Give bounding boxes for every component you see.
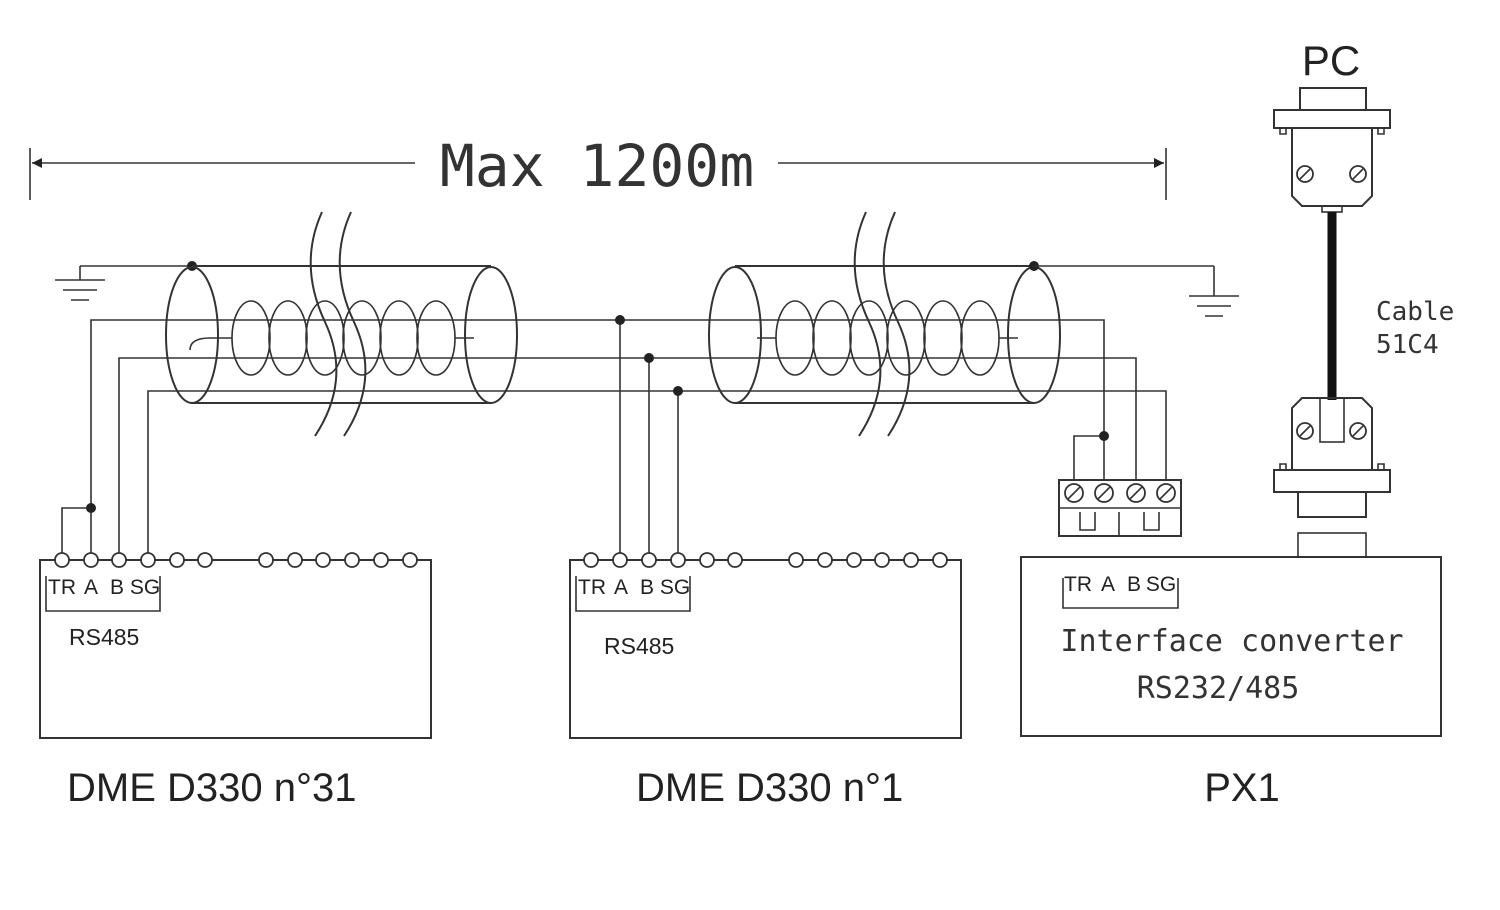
terminal-strip [583, 552, 948, 568]
screw-terminal-block [1058, 479, 1182, 537]
terminal-strip [54, 552, 418, 568]
terminal-label-sg: SG [660, 576, 690, 599]
device-px1: TR A B SG Interface converter RS232/485 [1020, 532, 1442, 737]
db9-connector-bottom [1273, 397, 1391, 518]
terminal-label-b: B [1127, 573, 1141, 596]
terminal-label-a: A [614, 576, 628, 599]
cable-label-line2: 51C4 [1376, 330, 1439, 360]
dimension-label: Max 1200m [440, 132, 754, 200]
terminal-label-tr: TR [48, 576, 76, 599]
dimension-line: Max 1200m [29, 132, 1167, 200]
terminal-label-b: B [110, 576, 124, 599]
converter-protocol: RS232/485 [1137, 671, 1300, 706]
terminal-label-a: A [84, 576, 98, 599]
bus-wires [61, 315, 1167, 560]
terminal-label-sg: SG [1146, 573, 1176, 596]
bus-label: RS485 [69, 624, 139, 650]
cable-segment-left [55, 211, 518, 437]
terminal-label-b: B [640, 576, 654, 599]
device-name: PX1 [1204, 766, 1280, 810]
device-name: DME D330 n°31 [67, 766, 356, 810]
ground-icon [1189, 266, 1239, 317]
device-dme-1: TR A B SG RS485 [569, 552, 962, 739]
cable-segment-right [708, 211, 1239, 437]
terminal-label-sg: SG [130, 576, 160, 599]
cable-break-icon [309, 211, 338, 437]
device-dme-31: TR A B SG RS485 [39, 552, 432, 739]
device-name: DME D330 n°1 [636, 766, 903, 810]
cable-break-icon [853, 211, 882, 437]
terminal-label-tr: TR [578, 576, 606, 599]
ground-icon [55, 266, 105, 301]
pc-label: PC [1302, 37, 1360, 84]
bus-label: RS485 [604, 633, 674, 659]
terminal-label-tr: TR [1064, 573, 1092, 596]
converter-label: Interface converter [1060, 624, 1403, 659]
cable-label-line1: Cable [1376, 297, 1454, 327]
terminal-label-a: A [1101, 573, 1115, 596]
db9-connector-top [1273, 87, 1391, 213]
